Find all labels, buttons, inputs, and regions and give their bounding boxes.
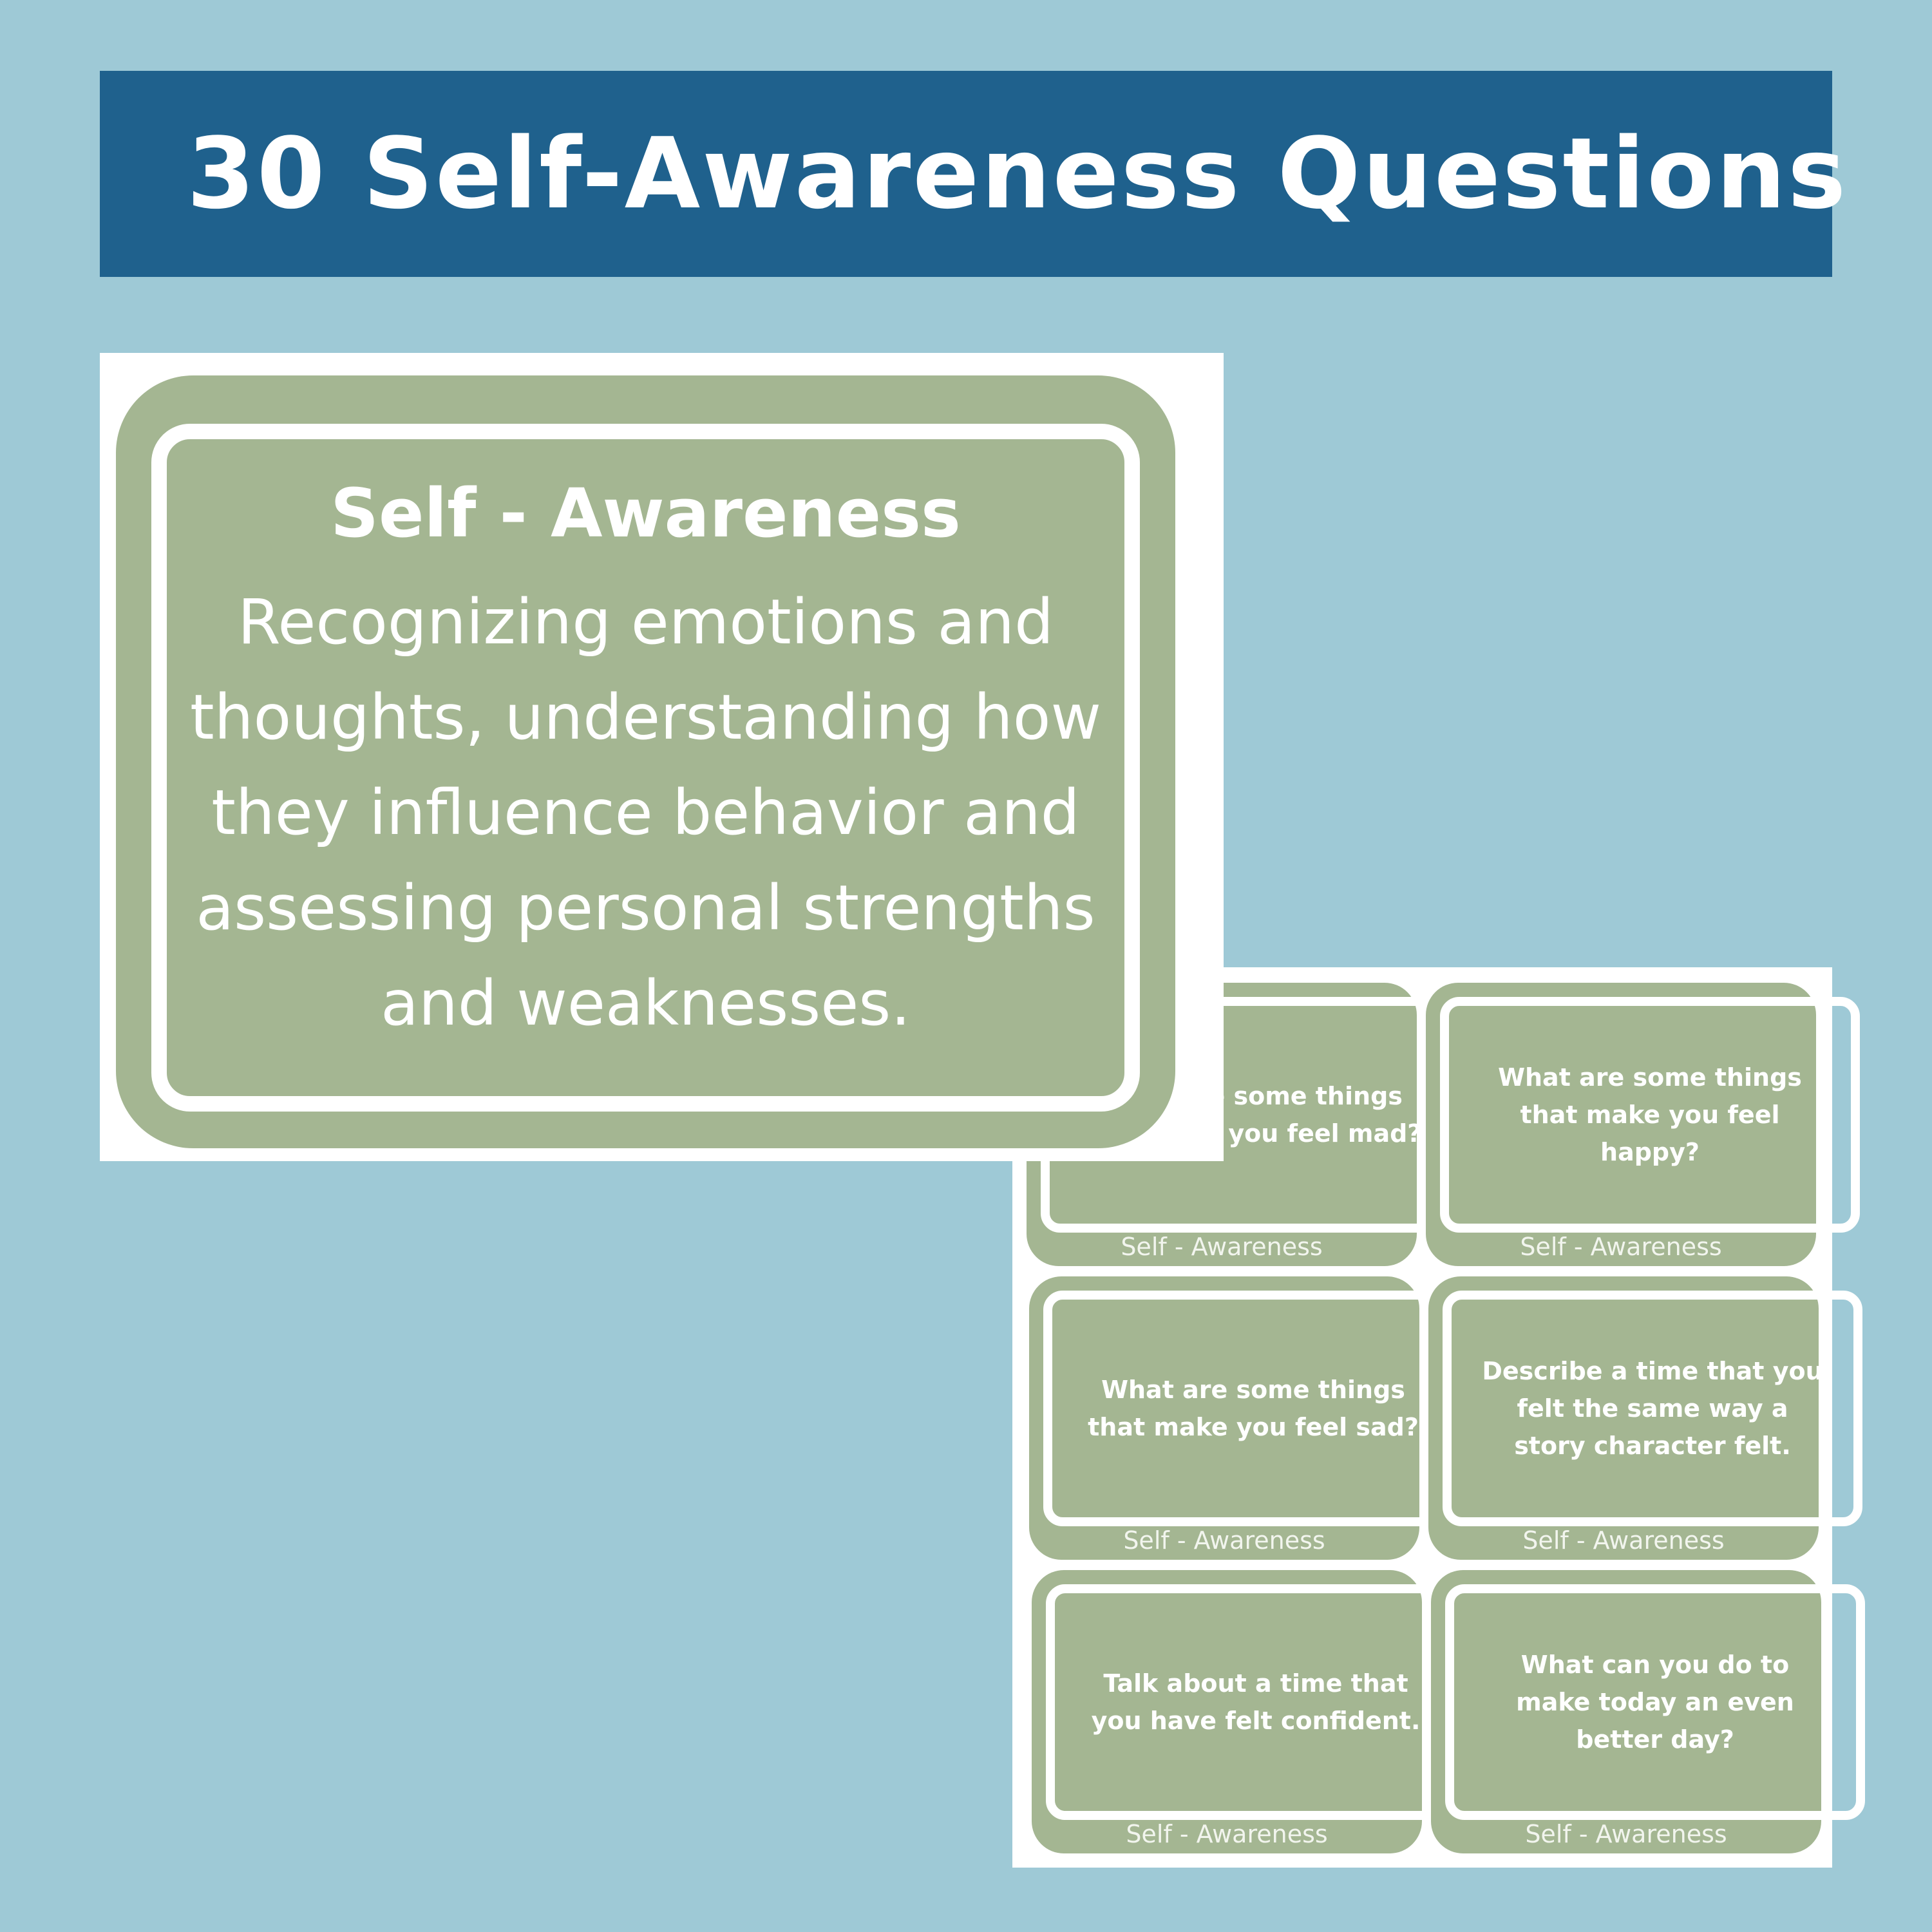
question-text: Talk about a time that you have felt con… [1091, 1669, 1421, 1735]
question-card-footer: Self - Awareness [1522, 1526, 1725, 1555]
question-text: What are some things that make you feel … [1088, 1376, 1419, 1441]
question-text: Describe a time that you felt the same w… [1482, 1357, 1823, 1460]
question-card-face: Talk about a time that you have felt con… [1046, 1584, 1466, 1820]
question-card: What are some things that make you feel … [1029, 1276, 1463, 1560]
question-card-footer: Self - Awareness [1123, 1526, 1325, 1555]
definition-card: Self - Awareness Recognizing emotions an… [116, 375, 1175, 1148]
question-card: What are some things that make you feel … [1426, 983, 1860, 1266]
question-text: What can you do to make today an even be… [1516, 1651, 1794, 1754]
question-card-sheet: What are some things that make you feel … [1012, 967, 1865, 1868]
question-card: What can you do to make today an even be… [1431, 1570, 1865, 1853]
question-card-footer: Self - Awareness [1121, 1233, 1323, 1261]
definition-card-sheet: Self - Awareness Recognizing emotions an… [100, 353, 1224, 1161]
title-banner: 30 Self-Awareness Questions [100, 71, 1846, 277]
question-card: Describe a time that you felt the same w… [1428, 1276, 1862, 1560]
page-title: 30 Self-Awareness Questions [187, 117, 1848, 231]
question-card-face: What are some things that make you feel … [1043, 1291, 1463, 1526]
question-card-footer: Self - Awareness [1126, 1820, 1328, 1848]
question-card-footer: Self - Awareness [1520, 1233, 1722, 1261]
definition-text: Recognizing emotions and thoughts, under… [189, 586, 1101, 1039]
definition-card-face: Self - Awareness Recognizing emotions an… [151, 424, 1140, 1112]
question-card-face: Describe a time that you felt the same w… [1443, 1291, 1862, 1526]
question-card-footer: Self - Awareness [1525, 1820, 1727, 1848]
question-card: Talk about a time that you have felt con… [1032, 1570, 1466, 1853]
question-text: What are some things that make you feel … [1498, 1063, 1802, 1166]
question-card-face: What can you do to make today an even be… [1445, 1584, 1865, 1820]
definition-title: Self - Awareness [330, 474, 961, 553]
question-card-face: What are some things that make you feel … [1440, 997, 1860, 1233]
